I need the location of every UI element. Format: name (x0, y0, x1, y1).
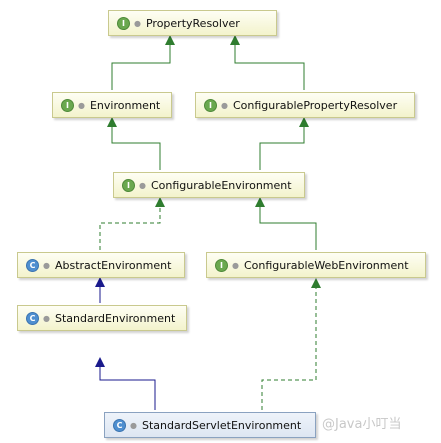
node-standard-environment[interactable]: C ● StandardEnvironment (17, 305, 187, 331)
public-visibility-icon: ● (221, 100, 228, 110)
edge-abstract-environment-to-configurable-environment (99, 197, 165, 250)
edge-environment-to-property-resolver (111, 35, 175, 90)
edge-configurable-environment-to-environment (107, 117, 161, 170)
public-visibility-icon: ● (134, 18, 141, 28)
interface-icon: I (117, 16, 130, 30)
public-visibility-icon: ● (130, 420, 137, 430)
public-visibility-icon: ● (78, 100, 85, 110)
public-visibility-icon: ● (139, 180, 146, 190)
node-label: StandardEnvironment (54, 311, 176, 325)
edge-configurable-environment-to-configurable-property-resolver (259, 117, 309, 170)
edge-configurable-property-resolver-to-property-resolver (230, 35, 305, 90)
node-abstract-environment[interactable]: C ● AbstractEnvironment (17, 252, 185, 278)
node-label: ConfigurableEnvironment (150, 178, 292, 192)
node-configurable-web-environment[interactable]: I ● ConfigurableWebEnvironment (206, 252, 426, 278)
node-label: ConfigurableWebEnvironment (243, 258, 409, 272)
node-configurable-property-resolver[interactable]: I ● ConfigurablePropertyResolver (195, 92, 415, 118)
node-property-resolver[interactable]: I ● PropertyResolver (108, 10, 277, 36)
edge-standard-servlet-environment-to-standard-environment (95, 357, 156, 410)
class-icon: C (26, 258, 39, 272)
watermark: @Java小叮当 (322, 417, 402, 432)
edge-standard-servlet-environment-to-configurable-web-environment (261, 278, 321, 410)
class-icon: C (113, 418, 126, 432)
public-visibility-icon: ● (43, 260, 50, 270)
node-configurable-environment[interactable]: I ● ConfigurableEnvironment (113, 172, 305, 198)
node-label: PropertyResolver (145, 16, 240, 30)
public-visibility-icon: ● (43, 313, 50, 323)
interface-icon: I (204, 98, 217, 112)
interface-icon: I (215, 258, 228, 272)
node-label: StandardServletEnvironment (141, 418, 302, 432)
node-environment[interactable]: I ● Environment (52, 92, 172, 118)
node-label: Environment (89, 98, 161, 112)
interface-icon: I (122, 178, 135, 192)
node-standard-servlet-environment[interactable]: C ● StandardServletEnvironment (104, 412, 316, 438)
public-visibility-icon: ● (232, 260, 239, 270)
node-label: ConfigurablePropertyResolver (232, 98, 398, 112)
class-icon: C (26, 311, 39, 325)
node-label: AbstractEnvironment (54, 258, 172, 272)
edge-configurable-web-environment-to-configurable-environment (255, 197, 317, 250)
interface-icon: I (61, 98, 74, 112)
